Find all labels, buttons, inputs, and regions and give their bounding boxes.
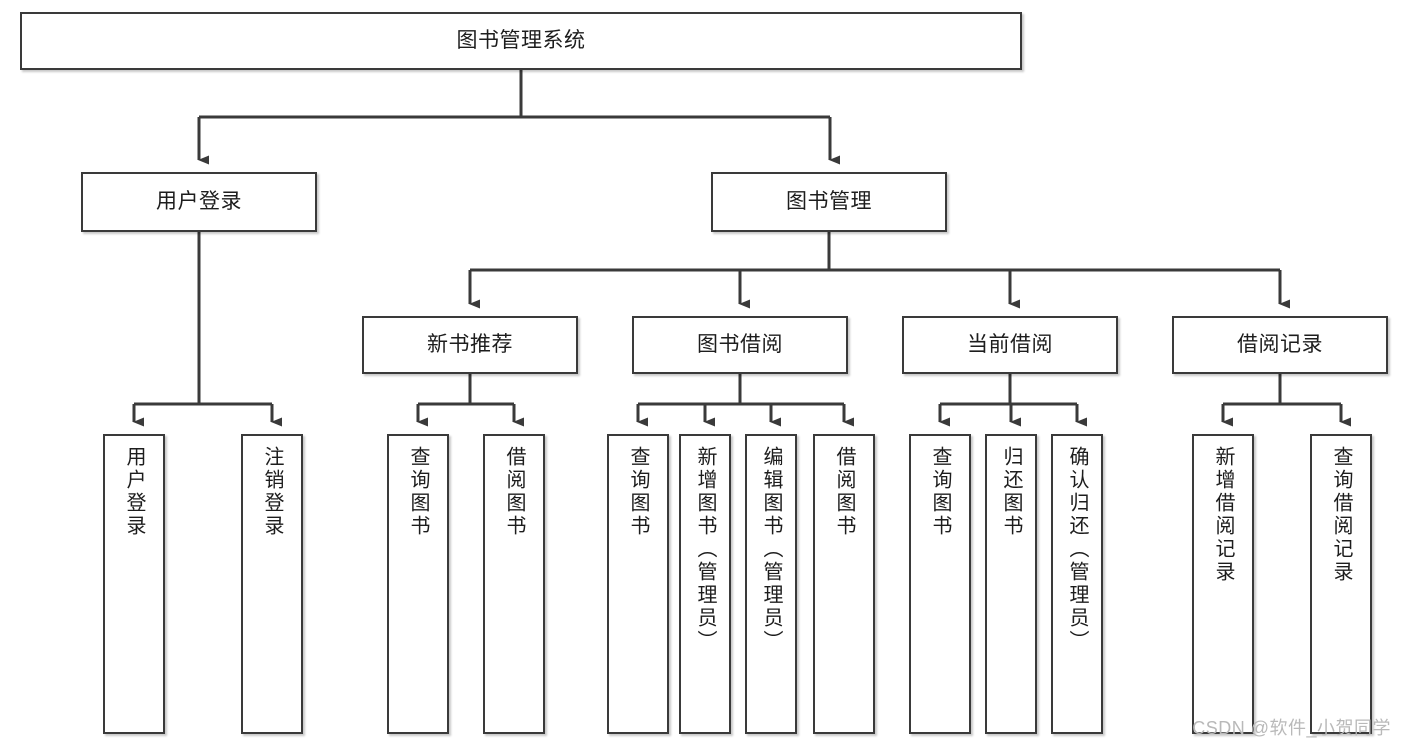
node-user-login-label: 用户登录: [156, 189, 242, 213]
leaf-confirm-return-admin[interactable]: 确认归还（管理员）: [1051, 434, 1103, 734]
leaf-borrow-books[interactable]: 借阅图书: [813, 434, 875, 734]
leaf-confirm-return-admin-label: 确认归还（管理员）: [1066, 446, 1088, 653]
node-book-management-label: 图书管理: [786, 189, 872, 213]
node-book-borrow-label: 图书借阅: [697, 332, 783, 356]
leaf-query-borrow-record-label: 查询借阅记录: [1330, 446, 1352, 584]
leaf-borrow-books-label: 借阅图书: [833, 446, 855, 538]
leaf-query-books-current[interactable]: 查询图书: [909, 434, 971, 734]
leaf-return-books-label: 归还图书: [1000, 446, 1022, 538]
leaf-add-book-admin-label: 新增图书（管理员）: [694, 446, 716, 653]
leaf-add-book-admin[interactable]: 新增图书（管理员）: [679, 434, 731, 734]
node-book-management[interactable]: 图书管理: [711, 172, 947, 232]
leaf-query-books-recommend-label: 查询图书: [407, 446, 429, 538]
node-book-borrow[interactable]: 图书借阅: [632, 316, 848, 374]
leaf-query-books-borrow[interactable]: 查询图书: [607, 434, 669, 734]
leaf-add-borrow-record-label: 新增借阅记录: [1212, 446, 1234, 584]
leaf-return-books[interactable]: 归还图书: [985, 434, 1037, 734]
node-user-login[interactable]: 用户登录: [81, 172, 317, 232]
node-new-book-recommendation-label: 新书推荐: [427, 332, 513, 356]
leaf-edit-book-admin[interactable]: 编辑图书（管理员）: [745, 434, 797, 734]
leaf-add-borrow-record[interactable]: 新增借阅记录: [1192, 434, 1254, 734]
node-current-borrow[interactable]: 当前借阅: [902, 316, 1118, 374]
leaf-user-login-label: 用户登录: [123, 446, 145, 538]
leaf-logout[interactable]: 注销登录: [241, 434, 303, 734]
leaf-edit-book-admin-label: 编辑图书（管理员）: [760, 446, 782, 653]
leaf-query-books-recommend[interactable]: 查询图书: [387, 434, 449, 734]
leaf-borrow-books-recommend-label: 借阅图书: [503, 446, 525, 538]
leaf-user-login[interactable]: 用户登录: [103, 434, 165, 734]
node-borrow-records-label: 借阅记录: [1237, 332, 1323, 356]
watermark: CSDN @软件_小贺同学: [1192, 718, 1391, 738]
node-current-borrow-label: 当前借阅: [967, 332, 1053, 356]
leaf-query-books-borrow-label: 查询图书: [627, 446, 649, 538]
node-root-label: 图书管理系统: [456, 28, 586, 52]
leaf-query-books-current-label: 查询图书: [929, 446, 951, 538]
leaf-query-borrow-record[interactable]: 查询借阅记录: [1310, 434, 1372, 734]
leaf-borrow-books-recommend[interactable]: 借阅图书: [483, 434, 545, 734]
node-new-book-recommendation[interactable]: 新书推荐: [362, 316, 578, 374]
leaf-logout-label: 注销登录: [261, 446, 283, 538]
node-root[interactable]: 图书管理系统: [20, 12, 1022, 70]
node-borrow-records[interactable]: 借阅记录: [1172, 316, 1388, 374]
